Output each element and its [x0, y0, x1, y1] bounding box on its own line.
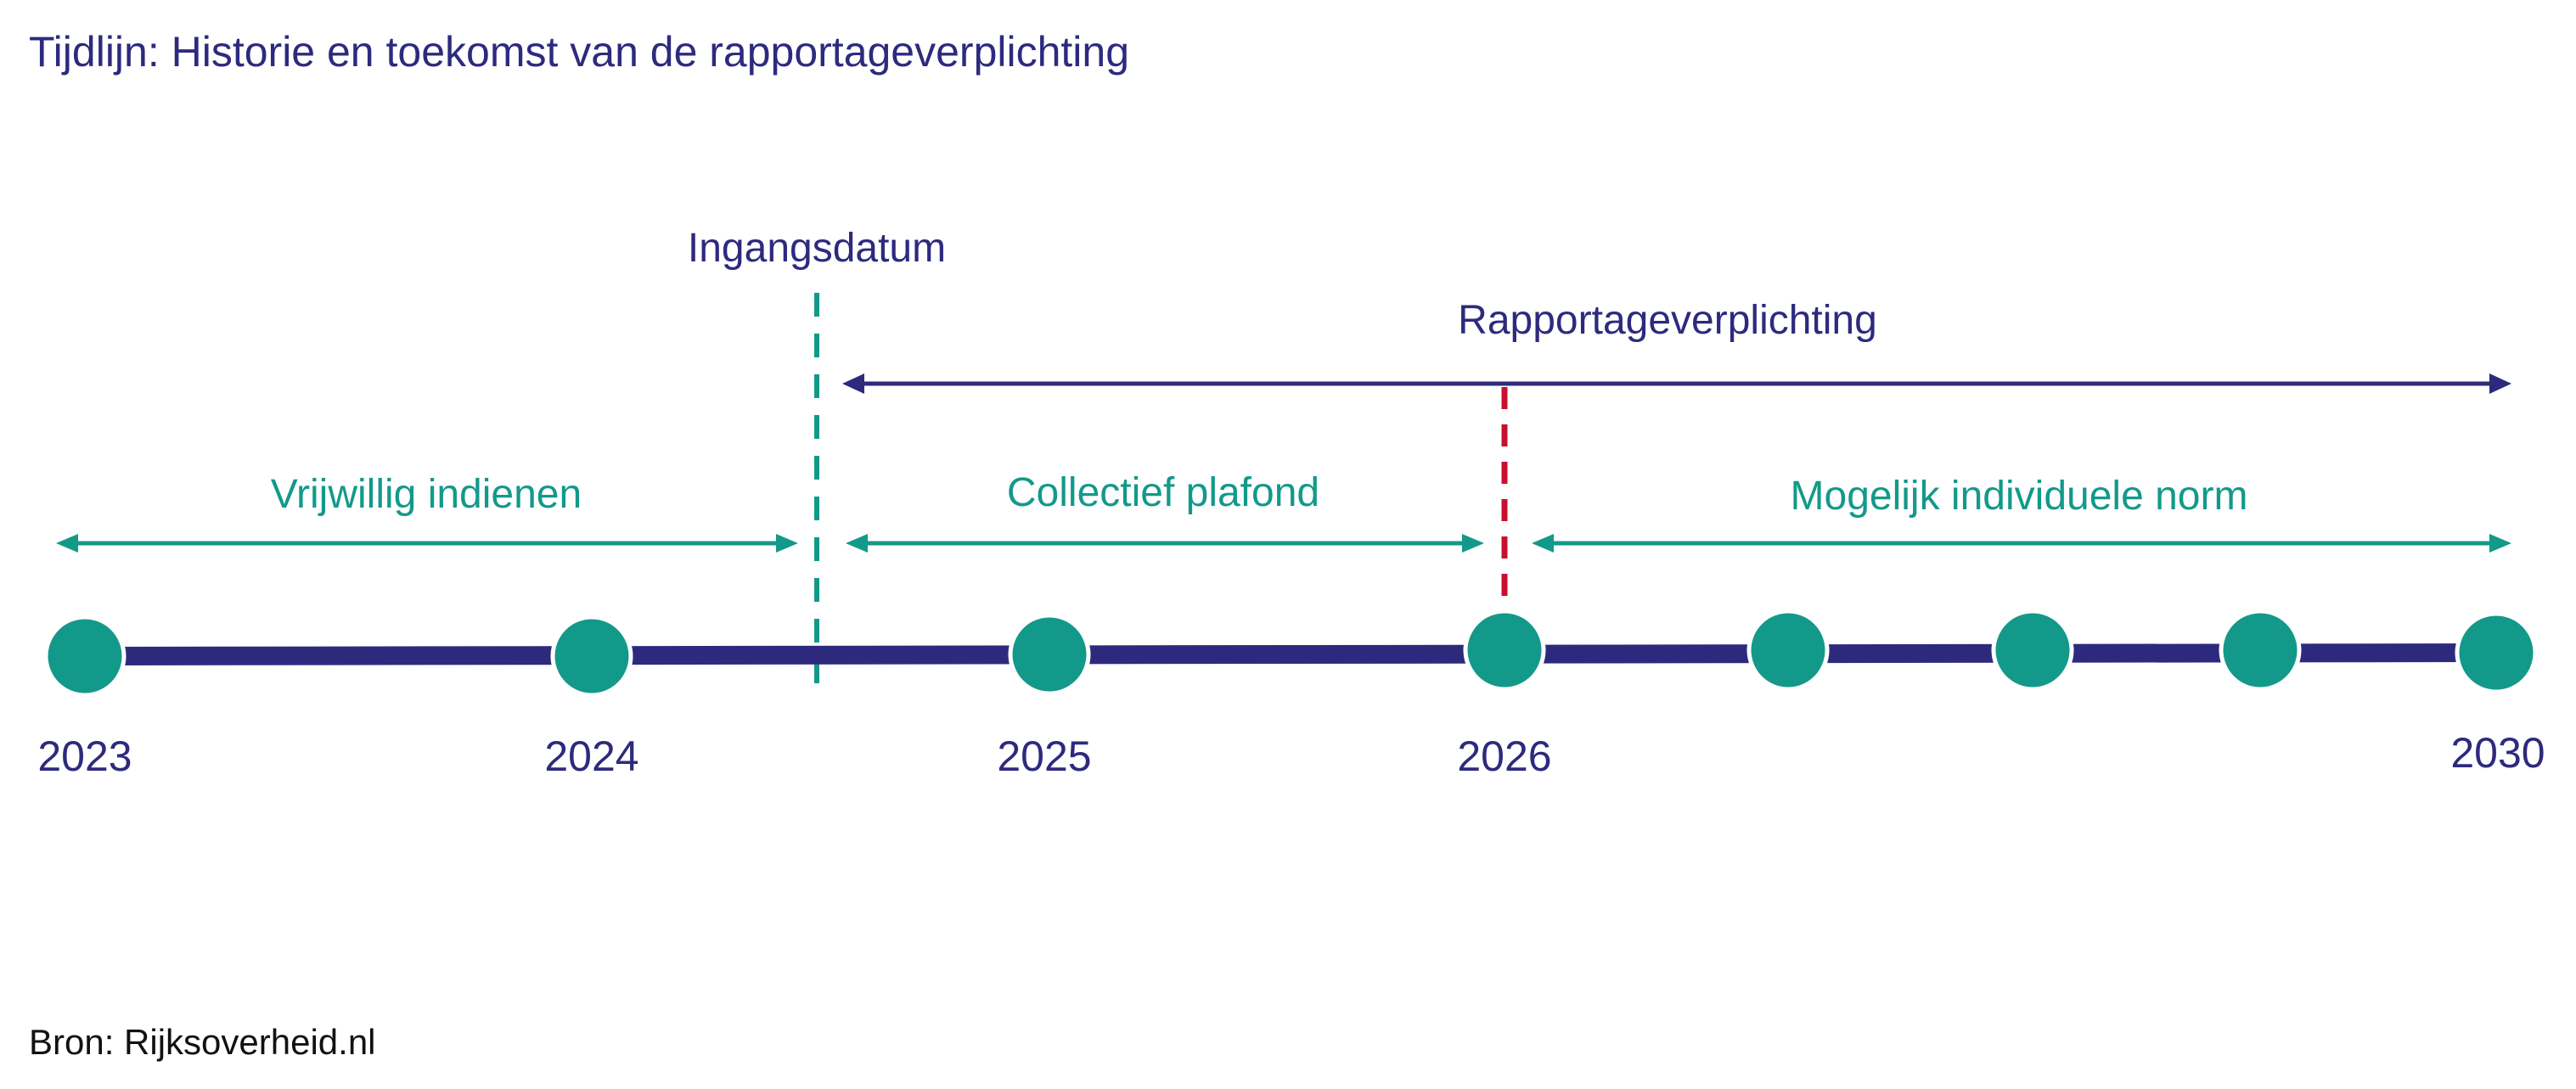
period-label-collectief: Collectief plafond	[1007, 470, 1319, 515]
timeline-node-2023	[43, 615, 127, 698]
period-arrow-collectief	[846, 534, 1484, 553]
period-label-vrijwillig: Vrijwillig indienen	[271, 472, 582, 517]
period-label-individuele-norm: Mogelijk individuele norm	[1791, 474, 2248, 519]
timeline-node-2025	[1008, 613, 1091, 696]
timeline-node-intermediate-1	[1746, 609, 1830, 692]
year-label-2023: 2023	[37, 733, 132, 780]
period-arrow-vrijwillig	[56, 534, 798, 553]
timeline-nodes	[43, 609, 2538, 698]
source-note: Bron: Rijksoverheid.nl	[29, 1022, 376, 1062]
page-title: Tijdlijn: Historie en toekomst van de ra…	[29, 28, 1129, 76]
timeline-node-2030	[2455, 611, 2538, 694]
period-arrow-individuele-norm	[1532, 534, 2511, 553]
period-label-rapportageverplichting: Rapportageverplichting	[1458, 298, 1877, 343]
start-marker-label: Ingangsdatum	[688, 226, 946, 271]
period-arrow-rapportageverplichting	[842, 373, 2511, 394]
timeline-node-2024	[550, 615, 633, 698]
timeline-node-2026	[1463, 609, 1546, 692]
timeline-node-intermediate-3	[2219, 609, 2302, 692]
year-label-2030: 2030	[2450, 729, 2545, 777]
year-label-2024: 2024	[544, 733, 638, 780]
year-label-2025: 2025	[997, 733, 1091, 780]
timeline-node-intermediate-2	[1991, 609, 2074, 692]
year-label-2026: 2026	[1457, 733, 1551, 780]
timeline-bar	[84, 643, 2497, 665]
